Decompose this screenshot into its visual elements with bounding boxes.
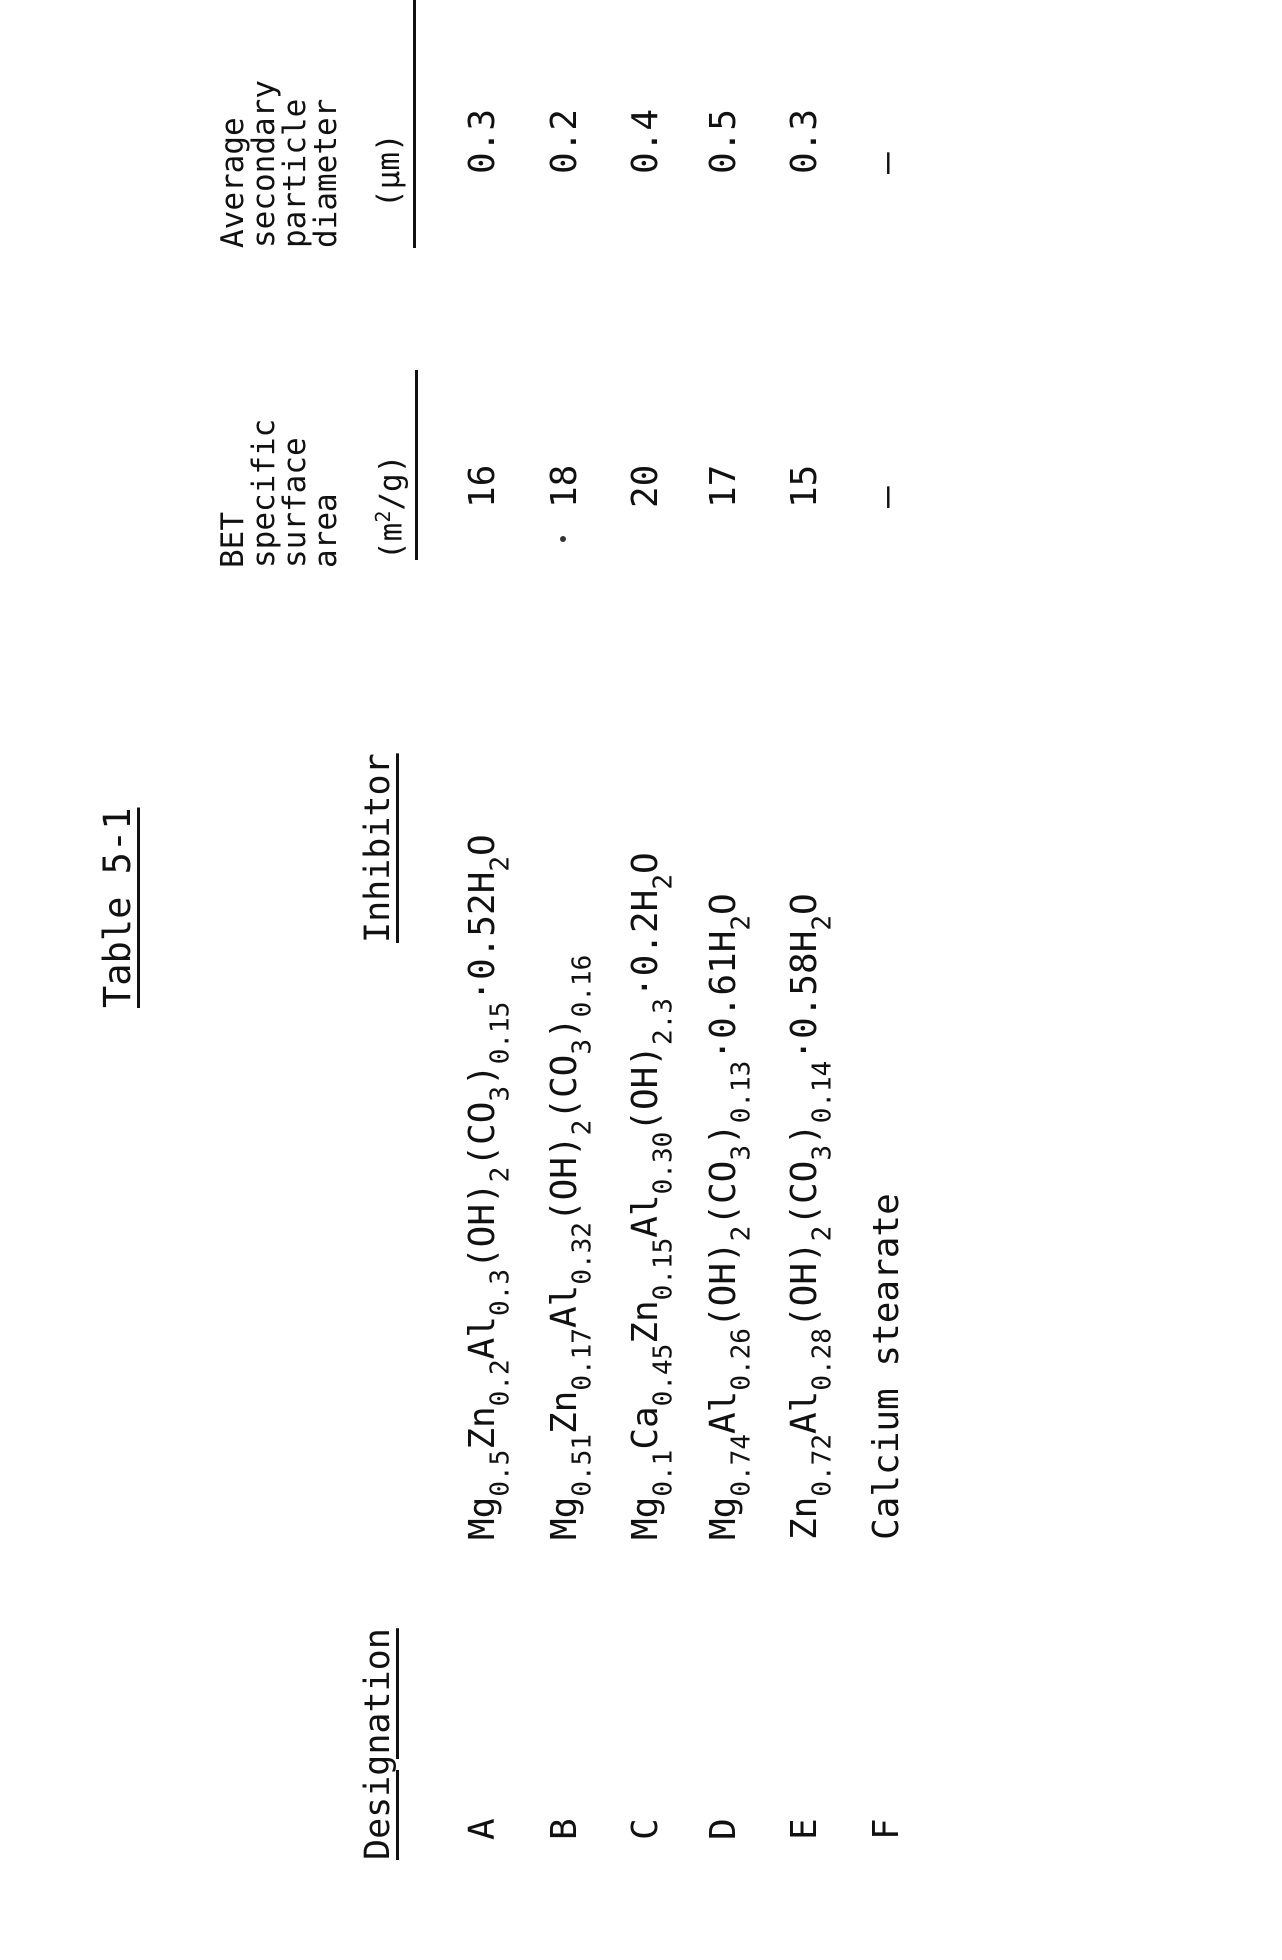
cell-bet-value: 15: [784, 465, 825, 508]
table-title: Table 5-1: [96, 808, 139, 1008]
unit-text: /g): [373, 455, 409, 511]
cell-bet-value: 16: [462, 465, 503, 508]
cell-avg-value: 0.2: [544, 109, 585, 174]
cell-designation: C: [625, 1818, 666, 1840]
cell-inhibitor-formula: Zn0.72Al0.28(OH)2(CO3)0.14·0.58H2O: [784, 893, 837, 1540]
header-avg-unit: (µm): [371, 0, 416, 248]
header-bet-unit: (m2/g): [371, 370, 418, 560]
cell-avg-value: –: [866, 152, 907, 174]
cell-bet-value: –: [866, 486, 907, 508]
cell-bet-value: 18: [544, 465, 585, 508]
cell-avg-value: 0.5: [703, 109, 744, 174]
header-avg-line: Average: [218, 80, 249, 248]
cell-inhibitor-formula: Mg0.5Zn0.2Al0.3(OH)2(CO3)0.15·0.52H2O: [462, 834, 515, 1540]
cell-designation: A: [462, 1818, 503, 1840]
cell-bet-value: 20: [625, 465, 666, 508]
header-bet-line: area: [311, 419, 342, 568]
header-inhibitor: Inhibitor: [358, 753, 398, 943]
unit-text: (m: [373, 523, 409, 560]
cell-avg-value: 0.3: [462, 109, 503, 174]
header-avg-line: secondary: [249, 80, 280, 248]
cell-inhibitor-formula: Mg0.74Al0.26(OH)2(CO3)0.13·0.61H2O: [703, 893, 756, 1540]
header-average-diameter: Average secondary particle diameter: [218, 80, 342, 248]
cell-avg-value: 0.3: [784, 109, 825, 174]
header-avg-line: particle: [280, 80, 311, 248]
cell-designation: F: [866, 1818, 907, 1840]
header-designation: Designation: [358, 1628, 398, 1860]
cell-inhibitor-formula: Mg0.51Zn0.17Al0.32(OH)2(CO3)0.16: [544, 955, 597, 1540]
cell-designation: D: [703, 1818, 744, 1840]
header-bet-line: specific: [249, 419, 280, 568]
header-bet-line: surface: [280, 419, 311, 568]
header-avg-line: diameter: [311, 80, 342, 248]
cell-bet-value: 17: [703, 465, 744, 508]
cell-avg-value: 0.4: [625, 109, 666, 174]
cell-designation: E: [784, 1818, 825, 1840]
header-bet-surface-area: BET specific surface area: [218, 419, 342, 568]
header-bet-line: BET: [218, 419, 249, 568]
cell-designation: B: [544, 1818, 585, 1840]
cell-inhibitor-formula: Mg0.1Ca0.45Zn0.15Al0.30(OH)2.3·0.2H2O: [625, 852, 678, 1540]
unit-superscript: 2: [371, 511, 395, 523]
cell-inhibitor-text: Calcium stearate: [866, 1193, 907, 1540]
scan-speck: [560, 536, 566, 542]
